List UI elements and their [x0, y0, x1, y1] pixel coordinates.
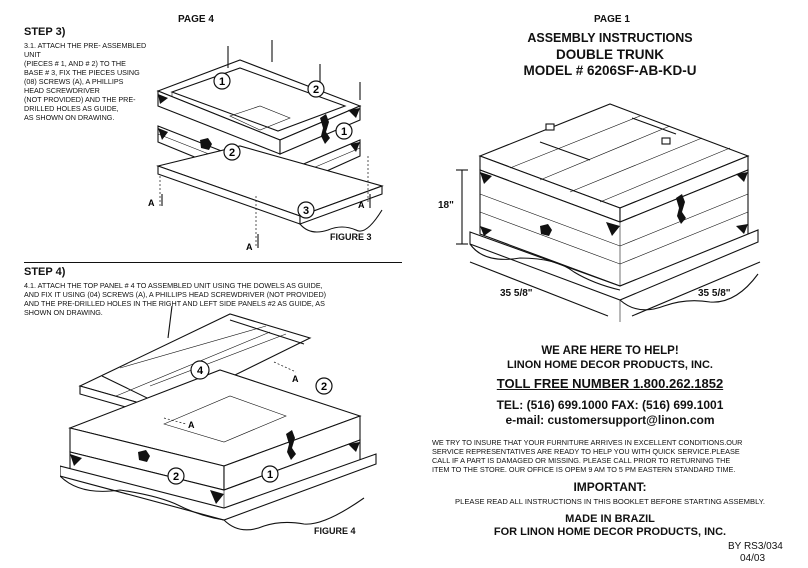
figure-4-drawing: A A 4 2 1 2 [60, 306, 377, 531]
svg-text:1: 1 [267, 469, 273, 481]
left-width-dimension: 35 5/8" [500, 288, 533, 299]
step-4-text: 4.1. ATTACH THE TOP PANEL # 4 TO ASSEMBL… [24, 281, 327, 317]
toll-free-number: TOLL FREE NUMBER 1.800.262.1852 [496, 376, 724, 391]
figure-3-label: FIGURE 3 [330, 232, 372, 242]
step-3-text: 3.1. ATTACH THE PRE- ASSEMBLED UNIT (PIE… [24, 41, 147, 122]
height-dimension: 18" [438, 200, 454, 211]
screw-a-label: A [148, 198, 155, 208]
assembled-trunk-drawing [456, 103, 761, 322]
screw-a-label: A [358, 200, 365, 210]
made-in-line-1: MADE IN BRAZIL [565, 513, 655, 525]
revision-code: BY RS3/034 [728, 541, 783, 552]
svg-text:4: 4 [197, 365, 204, 377]
callout-3: 3 [297, 201, 315, 219]
help-heading: WE ARE HERE TO HELP! [541, 345, 679, 357]
callout-4: 4 [190, 360, 210, 380]
screw-a-label: A [188, 420, 195, 430]
important-text: PLEASE READ ALL INSTRUCTIONS IN THIS BOO… [455, 497, 765, 506]
svg-text:2: 2 [173, 471, 179, 483]
service-notice: WE TRY TO INSURE THAT YOUR FURNITURE ARR… [432, 438, 743, 474]
callout-2: 2 [315, 377, 333, 395]
model-number: MODEL # 6206SF-AB-KD-U [523, 63, 697, 78]
important-heading: IMPORTANT: [573, 480, 647, 494]
step-3-title: STEP 3) [24, 26, 66, 38]
doc-title-line-1: ASSEMBLY INSTRUCTIONS [527, 31, 693, 45]
callout-2: 2 [167, 467, 185, 485]
callout-2: 2 [307, 80, 325, 98]
doc-title-line-2: DOUBLE TRUNK [556, 47, 664, 62]
made-in-line-2: FOR LINON HOME DECOR PRODUCTS, INC. [493, 526, 727, 538]
callout-1: 1 [213, 72, 231, 90]
email-address: e-mail: customersupport@linon.com [505, 413, 715, 427]
svg-text:1: 1 [341, 126, 347, 138]
screw-a-label: A [246, 242, 253, 252]
figure-4-label: FIGURE 4 [314, 526, 356, 536]
svg-text:1: 1 [219, 76, 225, 88]
tel-fax: TEL: (516) 699.1000 FAX: (516) 699.1001 [496, 398, 724, 412]
svg-text:2: 2 [313, 84, 319, 96]
screw-a-label: A [292, 374, 299, 384]
callout-2: 2 [223, 143, 241, 161]
svg-text:3: 3 [303, 205, 309, 217]
page-1-label: PAGE 1 [594, 14, 630, 25]
figure-3-drawing: A A A 1 2 1 2 3 [148, 40, 384, 252]
company-name: LINON HOME DECOR PRODUCTS, INC. [507, 359, 713, 371]
section-divider [24, 262, 402, 263]
callout-1: 1 [335, 122, 353, 140]
step-4-title: STEP 4) [24, 266, 66, 278]
callout-1: 1 [261, 465, 279, 483]
right-width-dimension: 35 5/8" [698, 288, 731, 299]
svg-text:2: 2 [229, 147, 235, 159]
svg-text:2: 2 [321, 381, 327, 393]
revision-date: 04/03 [740, 553, 766, 564]
page-4-label: PAGE 4 [178, 14, 214, 25]
